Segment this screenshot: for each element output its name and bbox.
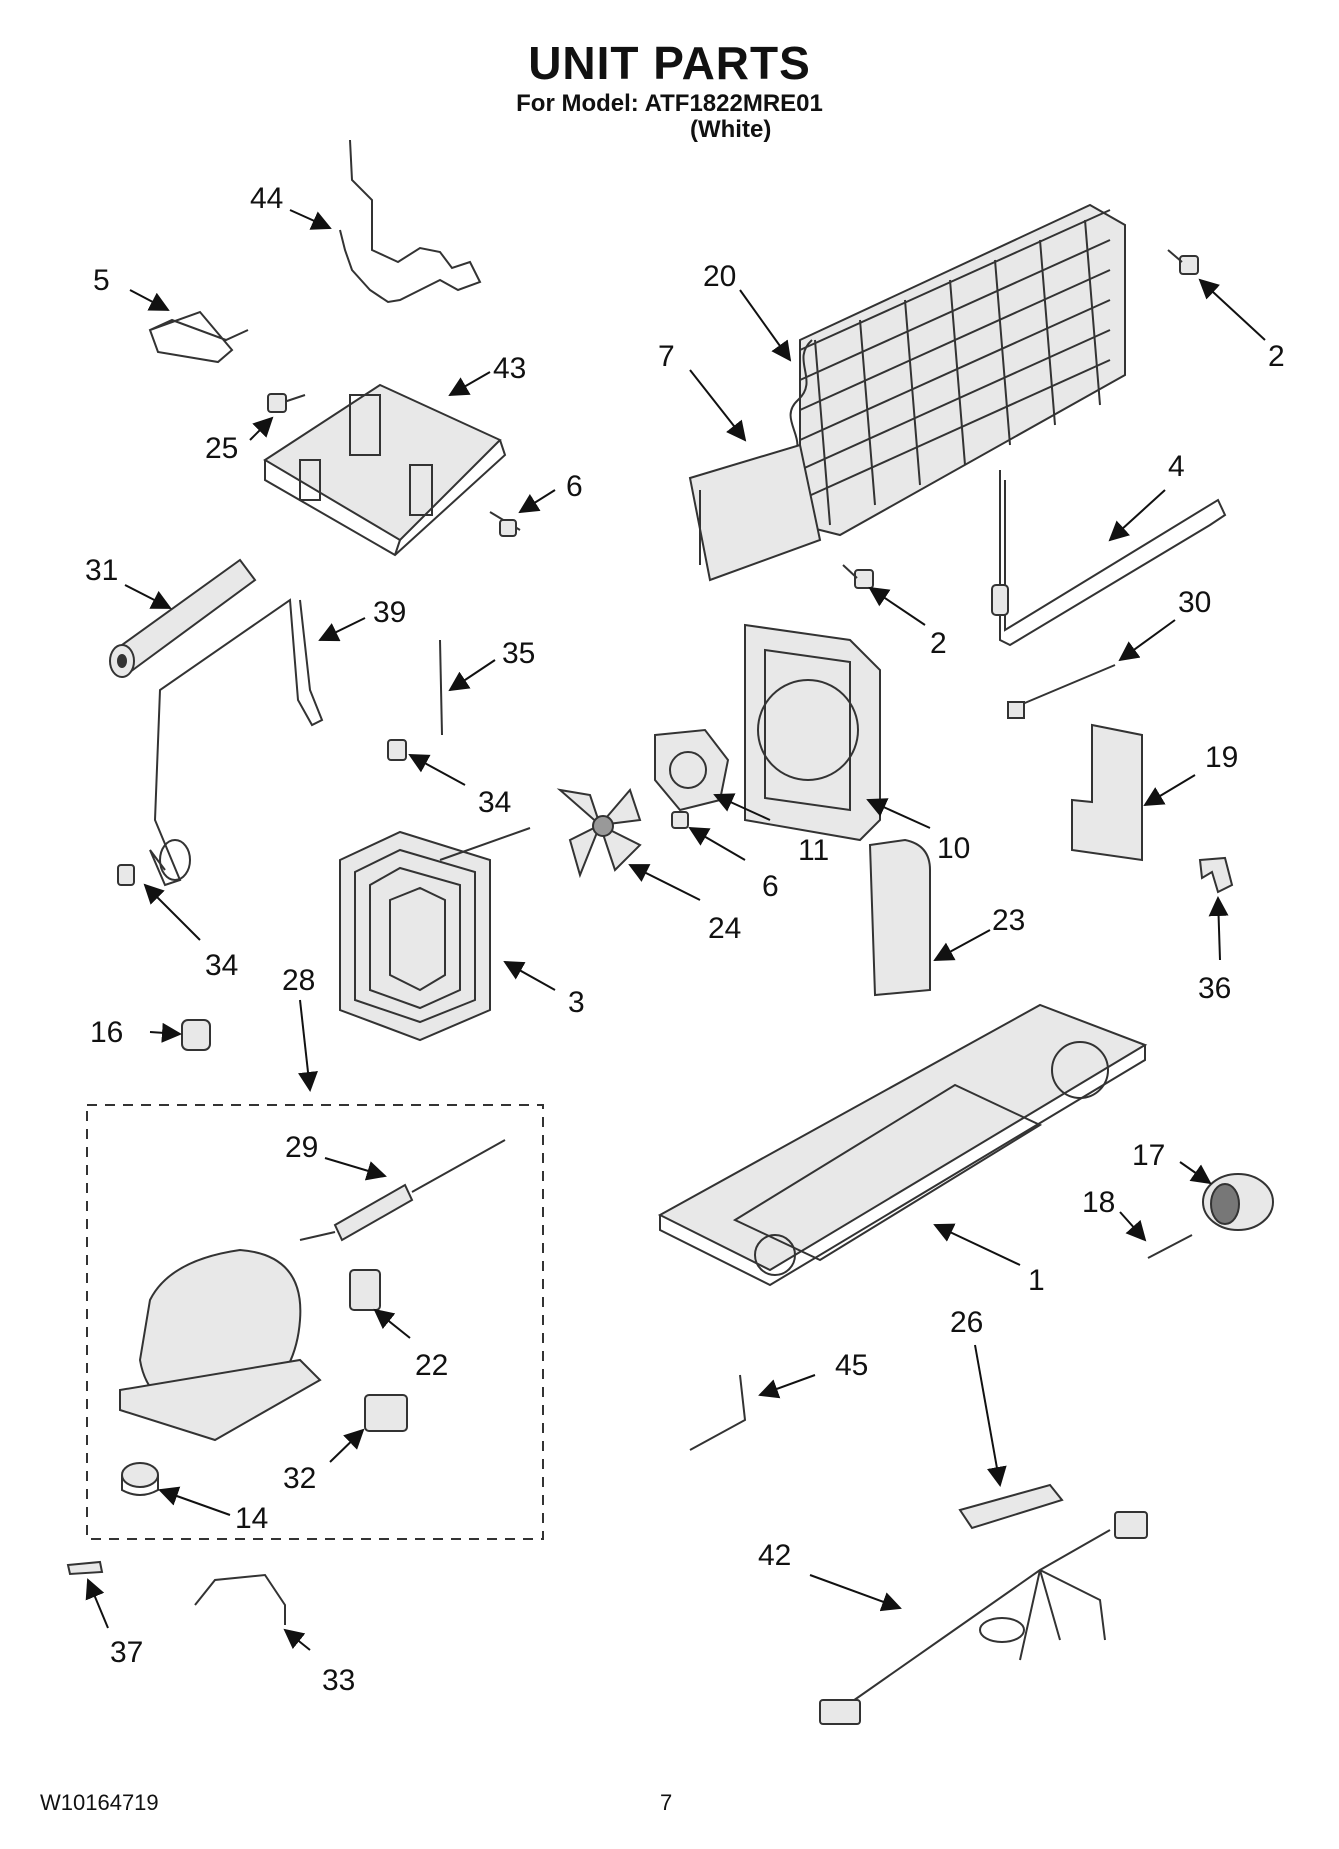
callout-7: 7 — [658, 340, 675, 373]
callout-45: 45 — [835, 1349, 868, 1382]
part-43-control-box — [263, 383, 507, 557]
callout-23: 23 — [992, 904, 1025, 937]
callout-35: 35 — [502, 637, 535, 670]
part-17-roller — [1202, 1173, 1274, 1231]
part-39-tube — [149, 598, 324, 887]
callout-17: 17 — [1132, 1139, 1165, 1172]
part-7-drain-trough — [688, 443, 822, 582]
callout-39: 39 — [373, 596, 406, 629]
callout-6-middle: 6 — [762, 870, 779, 903]
callout-3: 3 — [568, 986, 585, 1019]
callout-16: 16 — [90, 1016, 123, 1049]
callout-2-lower: 2 — [930, 627, 947, 660]
part-24-fan-blade — [556, 788, 642, 879]
part-37-clip — [66, 1560, 104, 1576]
callout-37: 37 — [110, 1636, 143, 1669]
part-10-fan-shroud — [744, 623, 881, 842]
callout-6-upper: 6 — [566, 470, 583, 503]
part-4-defrost-heater — [991, 470, 1227, 647]
callout-20: 20 — [703, 260, 736, 293]
callout-4: 4 — [1168, 450, 1185, 483]
callout-19: 19 — [1205, 741, 1238, 774]
callout-42: 42 — [758, 1539, 791, 1572]
callout-14: 14 — [235, 1502, 268, 1535]
part-26-label — [958, 1483, 1064, 1530]
part-23-foam-block — [868, 838, 931, 997]
part-36-clip — [1198, 856, 1234, 894]
callout-44: 44 — [250, 182, 283, 215]
callout-11: 11 — [798, 834, 829, 867]
callout-5: 5 — [93, 264, 110, 297]
part-29-drier — [299, 1139, 506, 1242]
part-19-foam-block — [1071, 723, 1143, 862]
callout-34-upper: 34 — [478, 786, 511, 819]
callout-2-upper: 2 — [1268, 340, 1285, 373]
callout-33: 33 — [322, 1664, 355, 1697]
part-2-screw-lower — [842, 564, 874, 589]
part-25-screw — [267, 393, 306, 413]
part-16-clip — [181, 1019, 211, 1051]
callout-30: 30 — [1178, 586, 1211, 619]
part-6-screw-middle — [671, 811, 689, 829]
page-number: 7 — [660, 1790, 673, 1815]
part-28-compressor-kit-box — [86, 1104, 544, 1540]
callout-22: 22 — [415, 1349, 448, 1382]
callout-43: 43 — [493, 352, 526, 385]
callout-labels: 44 5 43 25 6 31 39 35 34 34 16 28 3 24 1… — [85, 182, 1285, 1697]
part-6-screw-upper — [489, 511, 521, 537]
callout-10: 10 — [937, 832, 970, 865]
part-32-overload — [364, 1394, 408, 1432]
part-18-axle-pin — [1147, 1234, 1193, 1259]
part-31-foam-tube — [109, 558, 257, 678]
part-42-wire-harness — [819, 1511, 1148, 1725]
callout-24: 24 — [708, 912, 741, 945]
part-34-clip-upper — [387, 739, 407, 761]
color-line: (White) — [690, 116, 772, 143]
model-line: For Model: ATF1822MRE01 — [516, 90, 823, 117]
part-44-tube — [339, 139, 482, 304]
part-20-evaporator — [782, 203, 1126, 537]
part-35-rod — [439, 639, 443, 736]
page-title: UNIT PARTS — [528, 37, 811, 89]
callout-18: 18 — [1082, 1186, 1115, 1219]
callout-34-lower: 34 — [205, 949, 238, 982]
callout-1: 1 — [1028, 1264, 1045, 1297]
part-33-wire — [194, 1573, 286, 1625]
part-11-fan-motor — [654, 728, 730, 812]
part-14-grommet — [121, 1462, 159, 1496]
part-34-clip-lower — [117, 864, 135, 886]
part-45-tube — [689, 1374, 747, 1451]
callout-31: 31 — [85, 554, 118, 587]
part-5-wire-clip — [148, 310, 249, 364]
part-3-condenser-coil — [339, 827, 531, 1042]
part-22-relay — [349, 1269, 381, 1311]
callout-28: 28 — [282, 964, 315, 997]
callout-29: 29 — [285, 1131, 318, 1164]
callout-32: 32 — [283, 1462, 316, 1495]
part-30-cable-tie — [1007, 664, 1116, 719]
part-2-screw-upper — [1167, 249, 1199, 275]
callout-26: 26 — [950, 1306, 983, 1339]
leader-lines — [85, 209, 1266, 1651]
part-compressor — [119, 1248, 322, 1442]
document-number: W10164719 — [40, 1790, 159, 1815]
part-1-base-pan — [657, 1003, 1148, 1287]
callout-25: 25 — [205, 432, 238, 465]
callout-36: 36 — [1198, 972, 1231, 1005]
